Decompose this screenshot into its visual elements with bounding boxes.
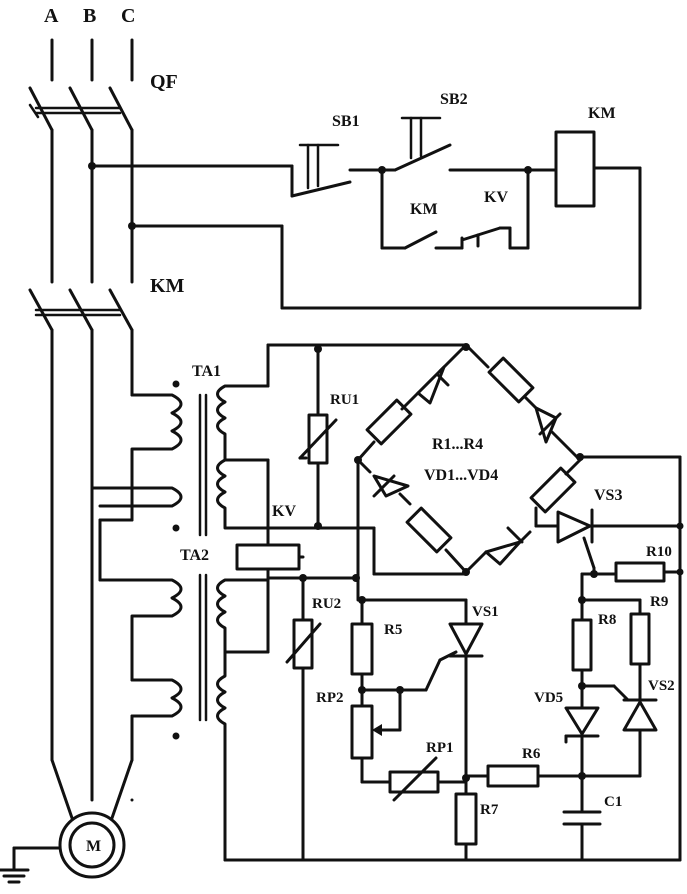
three-phase-supply: A B C [44, 5, 135, 82]
kv-contact-label: KV [484, 189, 508, 206]
current-transformers: TA1 TA2 [90, 343, 270, 740]
r5-resistor [350, 622, 374, 676]
r7-resistor [454, 792, 478, 846]
r10-resistor [614, 561, 666, 583]
km-main-label: KM [150, 275, 185, 297]
motor-label: M [86, 838, 101, 855]
kv-coil-label: KV [272, 503, 296, 520]
r7-label: R7 [480, 802, 499, 818]
ru2-label: RU2 [312, 596, 341, 612]
vd5-label: VD5 [534, 690, 563, 706]
motor-inner [68, 821, 116, 869]
r6-resistor [486, 764, 540, 788]
bridge-rectifier: R1...R4 VD1...VD4 [354, 343, 584, 576]
km-coil [554, 130, 596, 208]
qf-breaker: QF [28, 71, 178, 284]
r9-resistor [629, 612, 651, 666]
sb1-label: SB1 [332, 113, 360, 130]
kv-coil [235, 543, 301, 571]
r10-label: R10 [646, 544, 672, 560]
phase-b-label: B [83, 5, 96, 27]
protection-network: RU1 KV RU2 [235, 343, 468, 862]
bridge-vd-label: VD1...VD4 [424, 467, 498, 484]
ta1-label: TA1 [192, 363, 221, 380]
km-contact-label: KM [410, 201, 438, 218]
ru1-label: RU1 [330, 392, 359, 408]
qf-label: QF [150, 71, 178, 93]
control-circuit: SB1 SB2 KM KM KV [88, 91, 642, 310]
bridge-r-label: R1...R4 [432, 436, 483, 453]
km-main-contacts: KM [28, 275, 185, 702]
sb2-label: SB2 [440, 91, 468, 108]
rp2-label: RP2 [316, 690, 344, 706]
vs1-label: VS1 [472, 604, 499, 620]
phase-a-label: A [44, 5, 59, 27]
r6-label: R6 [522, 746, 541, 762]
firing-chain: VS1 R5 RP2 RP1 R6 R7 [316, 458, 584, 862]
r9-label: R9 [650, 594, 668, 610]
trigger-network: VS3 R10 R8 R9 VD5 VS2 [534, 455, 684, 862]
km-coil-label: KM [588, 105, 616, 122]
ta2-label: TA2 [180, 547, 209, 564]
rp1-label: RP1 [426, 740, 454, 756]
r8-resistor [571, 618, 593, 672]
r5-label: R5 [384, 622, 402, 638]
vs2-label: VS2 [648, 678, 675, 694]
c1-label: C1 [604, 794, 622, 810]
vs3-label: VS3 [594, 487, 622, 504]
r8-label: R8 [598, 612, 616, 628]
return-bus [130, 726, 682, 862]
motor-outer [58, 811, 126, 879]
rp2-potentiometer [350, 704, 374, 760]
phase-c-label: C [121, 5, 135, 27]
motor: M [0, 698, 134, 884]
